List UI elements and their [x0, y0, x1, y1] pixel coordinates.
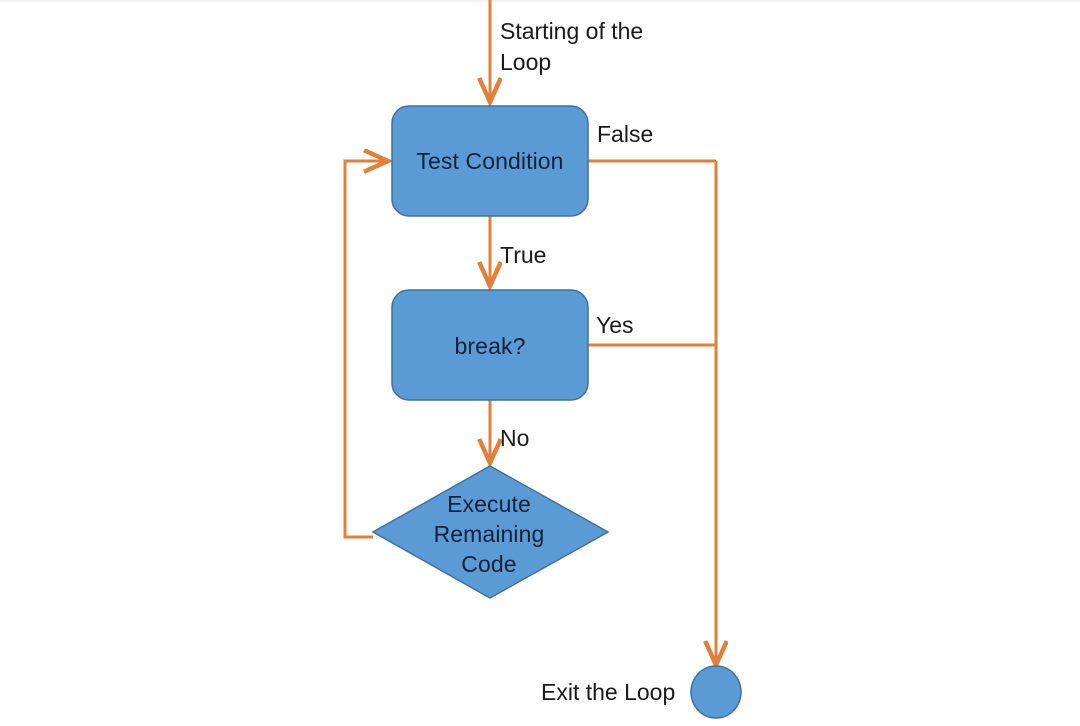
- node-test-condition[interactable]: [391, 105, 589, 217]
- edge-label-false: False: [597, 121, 654, 147]
- node-execute-remaining-code[interactable]: [371, 465, 610, 599]
- node-break-decision[interactable]: [391, 289, 589, 401]
- edge-label-yes: Yes: [596, 312, 634, 338]
- edge-label-start: Starting of the Loop: [500, 18, 644, 75]
- edge-label-no: No: [500, 425, 530, 451]
- edge-label-exit: Exit the Loop: [541, 679, 676, 705]
- edge-execute-back-to-test: [343, 161, 385, 539]
- node-exit-terminator[interactable]: [690, 665, 742, 719]
- edge-label-true: True: [500, 242, 547, 268]
- top-divider: [0, 0, 1080, 3]
